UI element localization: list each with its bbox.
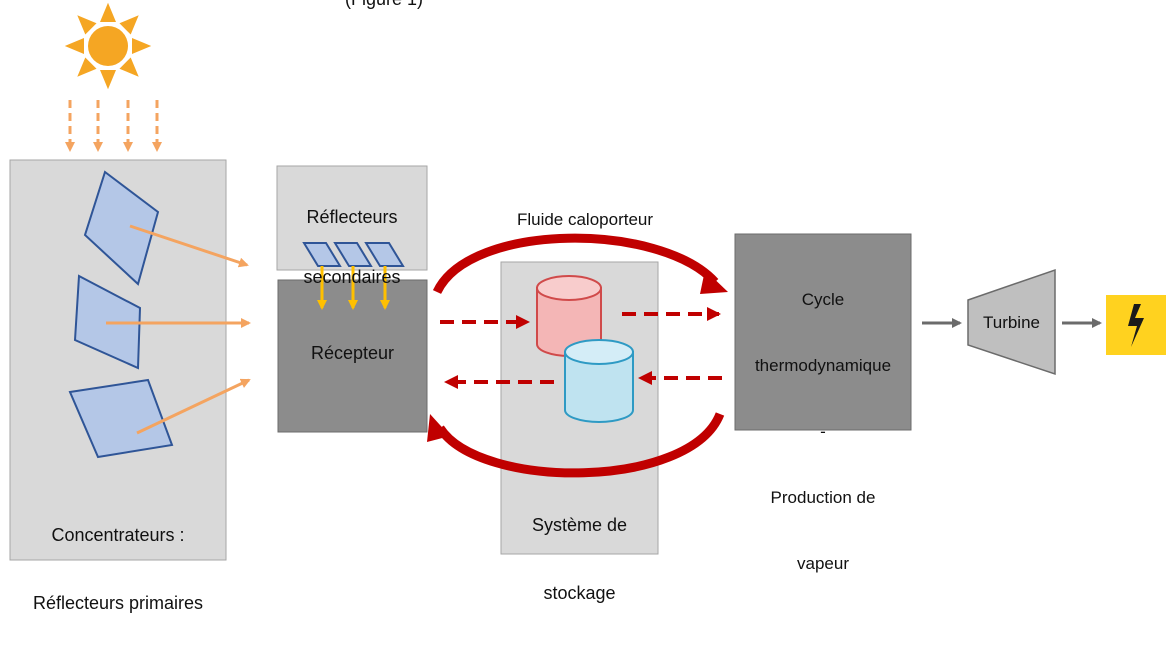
- primary-mirror-3: [68, 378, 174, 459]
- sun-icon: [64, 2, 152, 90]
- header-fragment: (Figure 1): [345, 0, 495, 14]
- primary-mirror-1: [83, 170, 160, 286]
- reflected-rays: [106, 224, 251, 435]
- cycle-label-line1: Cycle: [801, 290, 845, 309]
- thermodynamic-cycle-box: [734, 233, 912, 431]
- cycle-label-line3: -: [820, 422, 826, 441]
- high-voltage-icon: [1106, 295, 1166, 355]
- secondary-reflectors-label-line2: secondaires: [303, 267, 401, 287]
- concentrators-label-line1: Concentrateurs :: [51, 525, 185, 545]
- heat-transfer-fluid-label: Fluide caloporteur: [516, 210, 654, 229]
- csp-plant-diagram: [9, 2, 1166, 561]
- turbine-label: Turbine: [982, 313, 1040, 332]
- secondary-reflectors-label: Réflecteurs secondaires: [277, 172, 427, 322]
- heat-transfer-fluid-loop: [427, 233, 728, 478]
- hot-storage-tank: [536, 275, 602, 357]
- storage-label-line1: Système de: [531, 515, 628, 535]
- receiver-label: Récepteur: [310, 343, 395, 363]
- hot-fluid-arc: [432, 233, 719, 295]
- secondary-mirrors: [302, 242, 405, 267]
- cycle-label-line5: vapeur: [797, 554, 849, 573]
- concentrators-label: Concentrateurs : Réflecteurs primaires: [10, 484, 226, 654]
- fluid-flow-arrows: [440, 307, 722, 389]
- storage-label: Système de stockage: [501, 474, 658, 644]
- cold-fluid-arc: [436, 412, 725, 478]
- concentrated-rays: [317, 266, 390, 310]
- incoming-sun-rays: [65, 100, 162, 152]
- secondary-reflectors-label-line1: Réflecteurs: [306, 207, 398, 227]
- cycle-label-line2: thermodynamique: [754, 356, 892, 375]
- thermodynamic-cycle-label: Cycle thermodynamique - Production de va…: [735, 250, 911, 613]
- cycle-label-line4: Production de: [770, 488, 876, 507]
- concentrators-label-line2: Réflecteurs primaires: [32, 593, 204, 613]
- storage-label-line2: stockage: [543, 583, 616, 603]
- turbine-shape: [967, 268, 1056, 376]
- cold-storage-tank: [564, 339, 634, 423]
